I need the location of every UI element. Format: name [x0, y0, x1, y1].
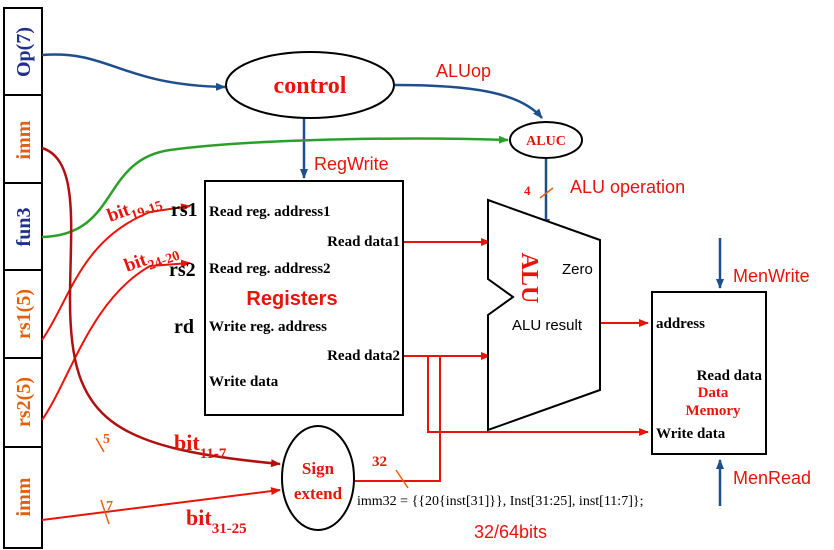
- imm-31-25-wire: [41, 487, 281, 521]
- sign-extend-line2: extend: [294, 484, 343, 503]
- alu-op-width-tick: [539, 187, 554, 199]
- instruction-border: [3, 7, 43, 549]
- aluc-unit: ALUC: [509, 121, 583, 159]
- rs1-port-label: rs1: [171, 199, 198, 221]
- aluop-wire: [394, 83, 543, 119]
- svg-text:bit19-15: bit19-15: [105, 188, 165, 231]
- write-data-label: Write data: [209, 374, 279, 390]
- menwrite-label: MenWrite: [733, 266, 810, 286]
- op-to-control-wire: [41, 53, 226, 91]
- menread-label: MenRead: [733, 468, 811, 488]
- read-data2-label: Read data2: [327, 348, 400, 364]
- field-rs2: rs2(5): [13, 377, 35, 427]
- regwrite-label: RegWrite: [314, 154, 389, 174]
- bit-31-25-main: bit: [186, 505, 212, 530]
- rs2-port-label: rs2: [169, 259, 196, 281]
- control-ellipse: [225, 51, 395, 119]
- alu-shape: [487, 198, 601, 432]
- alu-result-label: ALU result: [512, 317, 583, 334]
- read-data1-label: Read data1: [327, 234, 400, 250]
- width-5-label: 5: [103, 432, 110, 447]
- register-file: Read reg. address1 Read reg. address2 Wr…: [204, 180, 404, 416]
- bit-11-7-sub: 11-7: [200, 446, 227, 462]
- registers-box: [204, 180, 404, 416]
- memory-write-data-label: Write data: [656, 426, 726, 442]
- bit-24-20-main: bit: [122, 249, 151, 277]
- rs1-wire: [41, 203, 191, 341]
- alu-operation-label: ALU operation: [570, 177, 685, 197]
- imm32-formula: imm32 = {{20{inst[31]}}, Inst[31:25], in…: [357, 494, 643, 509]
- data-memory-box: [651, 291, 767, 455]
- bit-19-15-label: bit19-15: [105, 188, 165, 231]
- sign-extend-ellipse: [281, 425, 355, 531]
- field-imm-upper: imm: [13, 120, 35, 159]
- field-rs1: rs1(5): [13, 289, 35, 339]
- registers-title: Registers: [246, 288, 337, 310]
- sign-extend-width-tick: [395, 469, 409, 489]
- sign-extend-width-label: 32: [372, 454, 387, 470]
- alu-zero-label: Zero: [562, 261, 593, 278]
- sign-extend-unit: Sign extend: [281, 425, 355, 531]
- bit-31-25-sub: 31-25: [212, 521, 247, 537]
- bits-note: 32/64bits: [474, 522, 547, 542]
- imm-11-7-wire: [41, 146, 281, 468]
- memory-title-line1: Data: [698, 385, 729, 401]
- fun3-to-aluc-wire: [41, 135, 509, 239]
- control-label: control: [274, 73, 347, 99]
- alu-title: ALU: [516, 253, 542, 304]
- read-data2-to-memory-wire: [403, 355, 649, 436]
- field-imm-lower: imm: [13, 477, 35, 516]
- write-reg-address-label: Write reg. address: [209, 319, 327, 335]
- bit-31-25-label: bit31-25: [186, 505, 247, 537]
- imm-11-7-width-tick: [95, 437, 105, 453]
- memory-read-data-label: Read data: [697, 368, 763, 384]
- imm-31-25-width-tick: [100, 499, 110, 525]
- read-reg-address1-label: Read reg. address1: [209, 204, 331, 220]
- aluc-label: ALUC: [526, 134, 566, 149]
- field-op: Op(7): [13, 27, 35, 77]
- bit-11-7-label: bit11-7: [174, 430, 227, 462]
- bit-19-15-sub: 19-15: [129, 199, 165, 224]
- aluc-ellipse: [509, 121, 583, 159]
- alu-op-width-label: 4: [524, 183, 531, 198]
- instruction-field-column: Op(7) imm fun3 rs1(5) rs2(5) imm: [3, 7, 43, 549]
- rd-port-label: rd: [174, 316, 194, 338]
- field-fun3: fun3: [13, 208, 35, 247]
- control-unit: control: [225, 51, 395, 119]
- alu-unit: ALU Zero ALU result: [487, 198, 601, 432]
- sign-extend-out-wire: [352, 356, 441, 482]
- aluop-label: ALUop: [436, 61, 491, 81]
- bit-11-7-main: bit: [174, 430, 200, 455]
- rs2-wire: [41, 259, 191, 421]
- memory-address-label: address: [656, 316, 705, 332]
- sign-extend-line1: Sign: [302, 459, 335, 478]
- read-reg-address2-label: Read reg. address2: [209, 261, 331, 277]
- memory-title-line2: Memory: [686, 403, 741, 419]
- data-memory: address Read data Data Memory Write data: [651, 291, 767, 455]
- width-7-label: 7: [106, 499, 113, 514]
